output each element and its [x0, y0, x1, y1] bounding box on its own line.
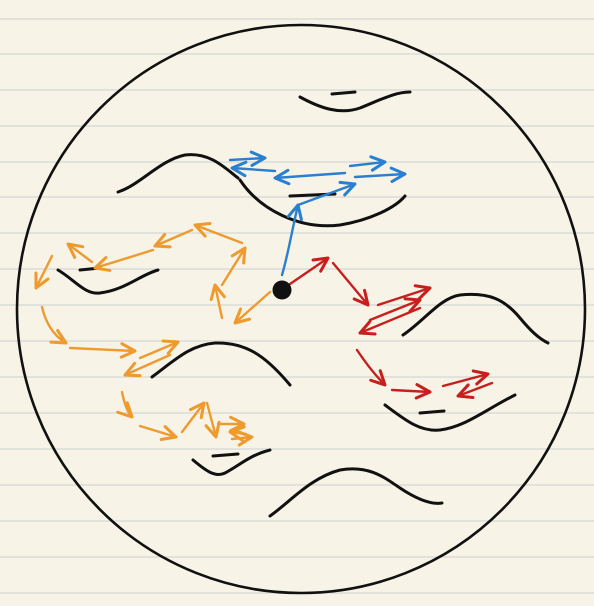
orange-path — [34, 222, 272, 447]
blue-arrow — [348, 155, 387, 172]
blue-arrow — [353, 166, 407, 184]
red-arrow — [376, 284, 432, 307]
red-arrow — [288, 256, 330, 286]
orange-arrow — [193, 222, 244, 245]
orange-arrow — [123, 353, 172, 378]
red-arrow — [456, 381, 494, 399]
orange-arrow — [233, 290, 272, 325]
orange-arrow — [34, 254, 54, 290]
orange-arrow — [209, 283, 226, 320]
red-path — [288, 256, 494, 400]
red-arrow — [390, 383, 432, 400]
terrain-curve — [150, 341, 292, 387]
red-arrow — [331, 261, 370, 307]
terrain-curve — [56, 268, 160, 295]
orange-arrow — [93, 248, 155, 272]
blue-path — [228, 150, 407, 277]
outer-circle — [15, 23, 587, 595]
red-arrow — [441, 369, 490, 388]
orange-arrow — [68, 342, 137, 359]
orange-arrow — [138, 424, 178, 442]
orange-arrow — [180, 401, 206, 434]
terrain-curve — [211, 452, 240, 458]
terrain-curve — [191, 448, 272, 476]
orange-arrow — [220, 246, 247, 287]
terrain-curve — [383, 393, 517, 432]
blue-arrow — [273, 168, 347, 186]
blue-arrow — [230, 160, 277, 178]
orange-arrow — [153, 228, 194, 249]
red-arrow — [368, 297, 422, 322]
terrain-strokes — [56, 90, 550, 518]
terrain-curve — [330, 90, 357, 96]
terrain-curve — [268, 467, 444, 518]
blue-arrow — [228, 150, 267, 167]
terrain-curve — [401, 292, 550, 345]
orange-arrow — [116, 390, 134, 419]
orange-arrow — [230, 430, 254, 447]
start-point-dot — [272, 280, 292, 300]
blue-arrow — [296, 180, 357, 207]
orange-arrow — [66, 242, 94, 264]
terrain-curve — [116, 153, 240, 194]
orange-arrow — [204, 401, 221, 439]
terrain-curve — [418, 409, 446, 415]
blue-arrow — [280, 203, 303, 277]
red-arrow — [355, 348, 387, 387]
orange-arrow — [138, 339, 180, 360]
terrain-curve — [298, 90, 412, 113]
orange-arrow — [40, 305, 68, 345]
terrain-curve — [238, 178, 407, 228]
